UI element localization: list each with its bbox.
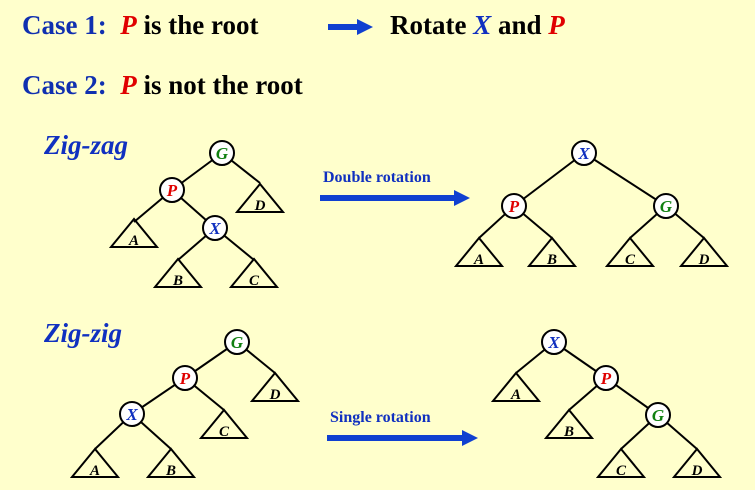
subtree-d-label: D <box>698 252 710 268</box>
case1-rotate: Rotate <box>390 10 467 40</box>
node-p-circle <box>159 177 185 203</box>
subtree-b-triangle <box>152 257 204 288</box>
subtree-b-label: B <box>563 424 574 440</box>
subtree-b-label: B <box>546 252 557 268</box>
case1-action: Rotate X and P <box>390 10 565 41</box>
node-x-label: X <box>547 333 560 352</box>
subtree-c-triangle <box>198 408 250 439</box>
subtree-a-triangle <box>490 371 542 402</box>
case2-node-p: P <box>120 70 137 100</box>
edge <box>583 152 667 207</box>
node-x-circle <box>202 215 228 241</box>
node-p-label: P <box>600 369 612 388</box>
edge <box>513 152 585 207</box>
case1-line: Case 1: P is the root <box>22 10 258 41</box>
case1-node-p: P <box>120 10 137 40</box>
subtree-c-triangle <box>604 236 656 267</box>
subtree-d-label: D <box>254 198 266 214</box>
node-p-circle <box>501 193 527 219</box>
subtree-c-label: C <box>625 252 636 268</box>
case2-line: Case 2: P is not the root <box>22 70 303 101</box>
subtree-a-label: A <box>89 463 100 479</box>
subtree-a-label: A <box>128 233 139 249</box>
subtree-d-triangle <box>234 182 286 213</box>
node-x-label: X <box>577 144 590 163</box>
subtree-c-label: C <box>616 463 627 479</box>
zigzig-title: Zig-zig <box>44 318 122 348</box>
double-rotation-label: Double rotation <box>323 169 431 186</box>
node-p-label: P <box>508 197 520 216</box>
node-g-label: G <box>660 197 673 216</box>
node-g-circle <box>653 193 679 219</box>
case1-prefix: Case 1: <box>22 10 107 40</box>
case2-prefix: Case 2: <box>22 70 107 100</box>
node-g-label: G <box>216 144 229 163</box>
subtree-c-triangle <box>228 257 280 288</box>
subtree-b-triangle <box>145 447 197 478</box>
case1-and: and <box>497 10 542 40</box>
subtree-d-triangle <box>678 236 730 267</box>
node-g-circle <box>645 402 671 428</box>
node-g-label: G <box>652 406 665 425</box>
case1-p: P <box>548 10 565 40</box>
subtree-d-label: D <box>269 387 281 403</box>
node-p-circle <box>172 365 198 391</box>
subtree-c-triangle <box>595 447 647 478</box>
case2-rest: is not the root <box>143 70 303 100</box>
node-g-label: G <box>231 333 244 352</box>
node-x-label: X <box>125 405 138 424</box>
subtree-a-triangle <box>453 236 505 267</box>
subtree-c-label: C <box>249 273 260 289</box>
subtree-d-label: D <box>691 463 703 479</box>
single-rotation-label: Single rotation <box>330 409 431 426</box>
node-x-circle <box>541 329 567 355</box>
subtree-b-triangle <box>526 236 578 267</box>
subtree-d-triangle <box>671 447 723 478</box>
subtree-a-triangle <box>108 217 160 248</box>
node-x-circle <box>119 401 145 427</box>
case1-rest: is the root <box>143 10 259 40</box>
subtree-b-label: B <box>165 463 176 479</box>
zigzag-title: Zig-zag <box>44 130 128 160</box>
subtree-a-label: A <box>473 252 484 268</box>
node-g-circle <box>224 329 250 355</box>
arrow-head <box>357 19 373 35</box>
node-p-label: P <box>166 181 178 200</box>
arrow-head <box>454 190 470 206</box>
arrow-head <box>462 430 478 446</box>
node-g-circle <box>209 140 235 166</box>
node-x-label: X <box>208 219 221 238</box>
subtree-b-label: B <box>172 273 183 289</box>
subtree-c-label: C <box>219 424 230 440</box>
node-p-circle <box>593 365 619 391</box>
node-p-label: P <box>179 369 191 388</box>
subtree-a-triangle <box>69 447 121 478</box>
subtree-b-triangle <box>543 408 595 439</box>
subtree-d-triangle <box>249 371 301 402</box>
node-x-circle <box>571 140 597 166</box>
subtree-a-label: A <box>510 387 521 403</box>
case1-x: X <box>473 10 492 40</box>
